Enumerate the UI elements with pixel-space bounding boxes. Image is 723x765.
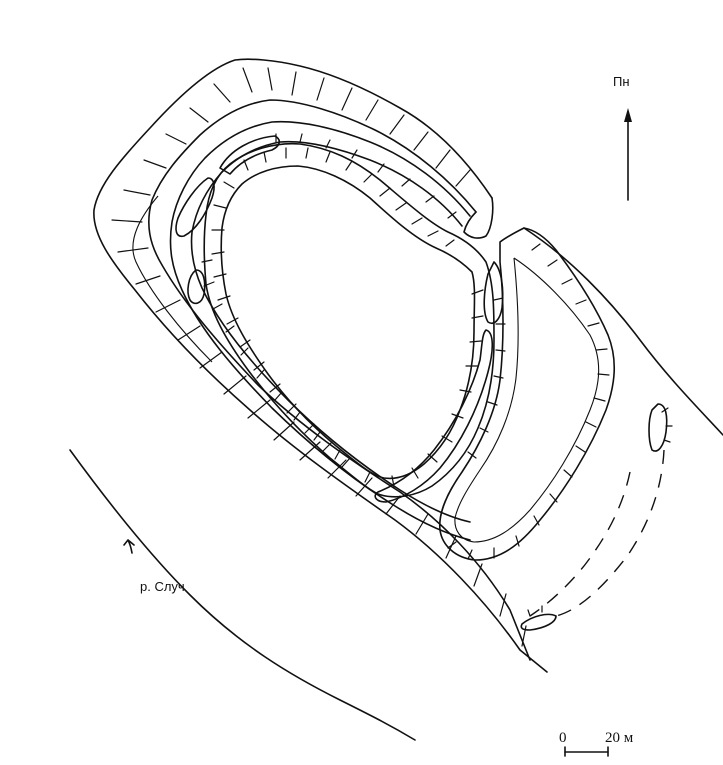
former-rampart-trace-inner [529,471,631,617]
pit-southeast [520,613,557,631]
outer-rampart-hachures [111,67,527,647]
middle-rampart-inner-edge [190,140,471,523]
middle-rampart-hachures [201,133,506,460]
scale-bar [564,746,609,757]
river-label: р. Случ [140,579,185,594]
pit-northwest [219,135,281,175]
inner-rampart-inner-edge [220,165,476,480]
outer-ditch-line [132,195,213,363]
outer-rampart-inner-edge [148,99,531,661]
pit-east-isolated [648,403,668,452]
north-entrance-west-terminal [463,197,494,239]
former-rampart-trace-outer [555,449,665,617]
pit-west-oval [187,269,206,305]
east-terrain-line [523,227,723,436]
outer-rampart-outer-edge [93,58,548,673]
north-entrance-east-terminal [438,227,616,561]
east-bastion-inner-edge [454,257,600,543]
pit-east-inner [483,261,504,324]
middle-rampart-outer-edge [169,120,471,541]
north-label: Пн [613,74,630,89]
scale-distance-label: 20 м [605,730,634,746]
pit-inner-south [374,329,494,503]
inner-rampart-hachures [211,147,484,488]
inner-rampart-outer-edge [203,142,495,498]
isolated-pit-hachures [527,407,673,617]
scale-zero-label: 0 [559,730,567,746]
pit-west-elongated [175,177,215,238]
east-bastion-hachures [447,243,610,560]
river-bank-line [69,449,416,741]
north-arrow [624,108,632,201]
river-flow-arrow [123,539,135,554]
